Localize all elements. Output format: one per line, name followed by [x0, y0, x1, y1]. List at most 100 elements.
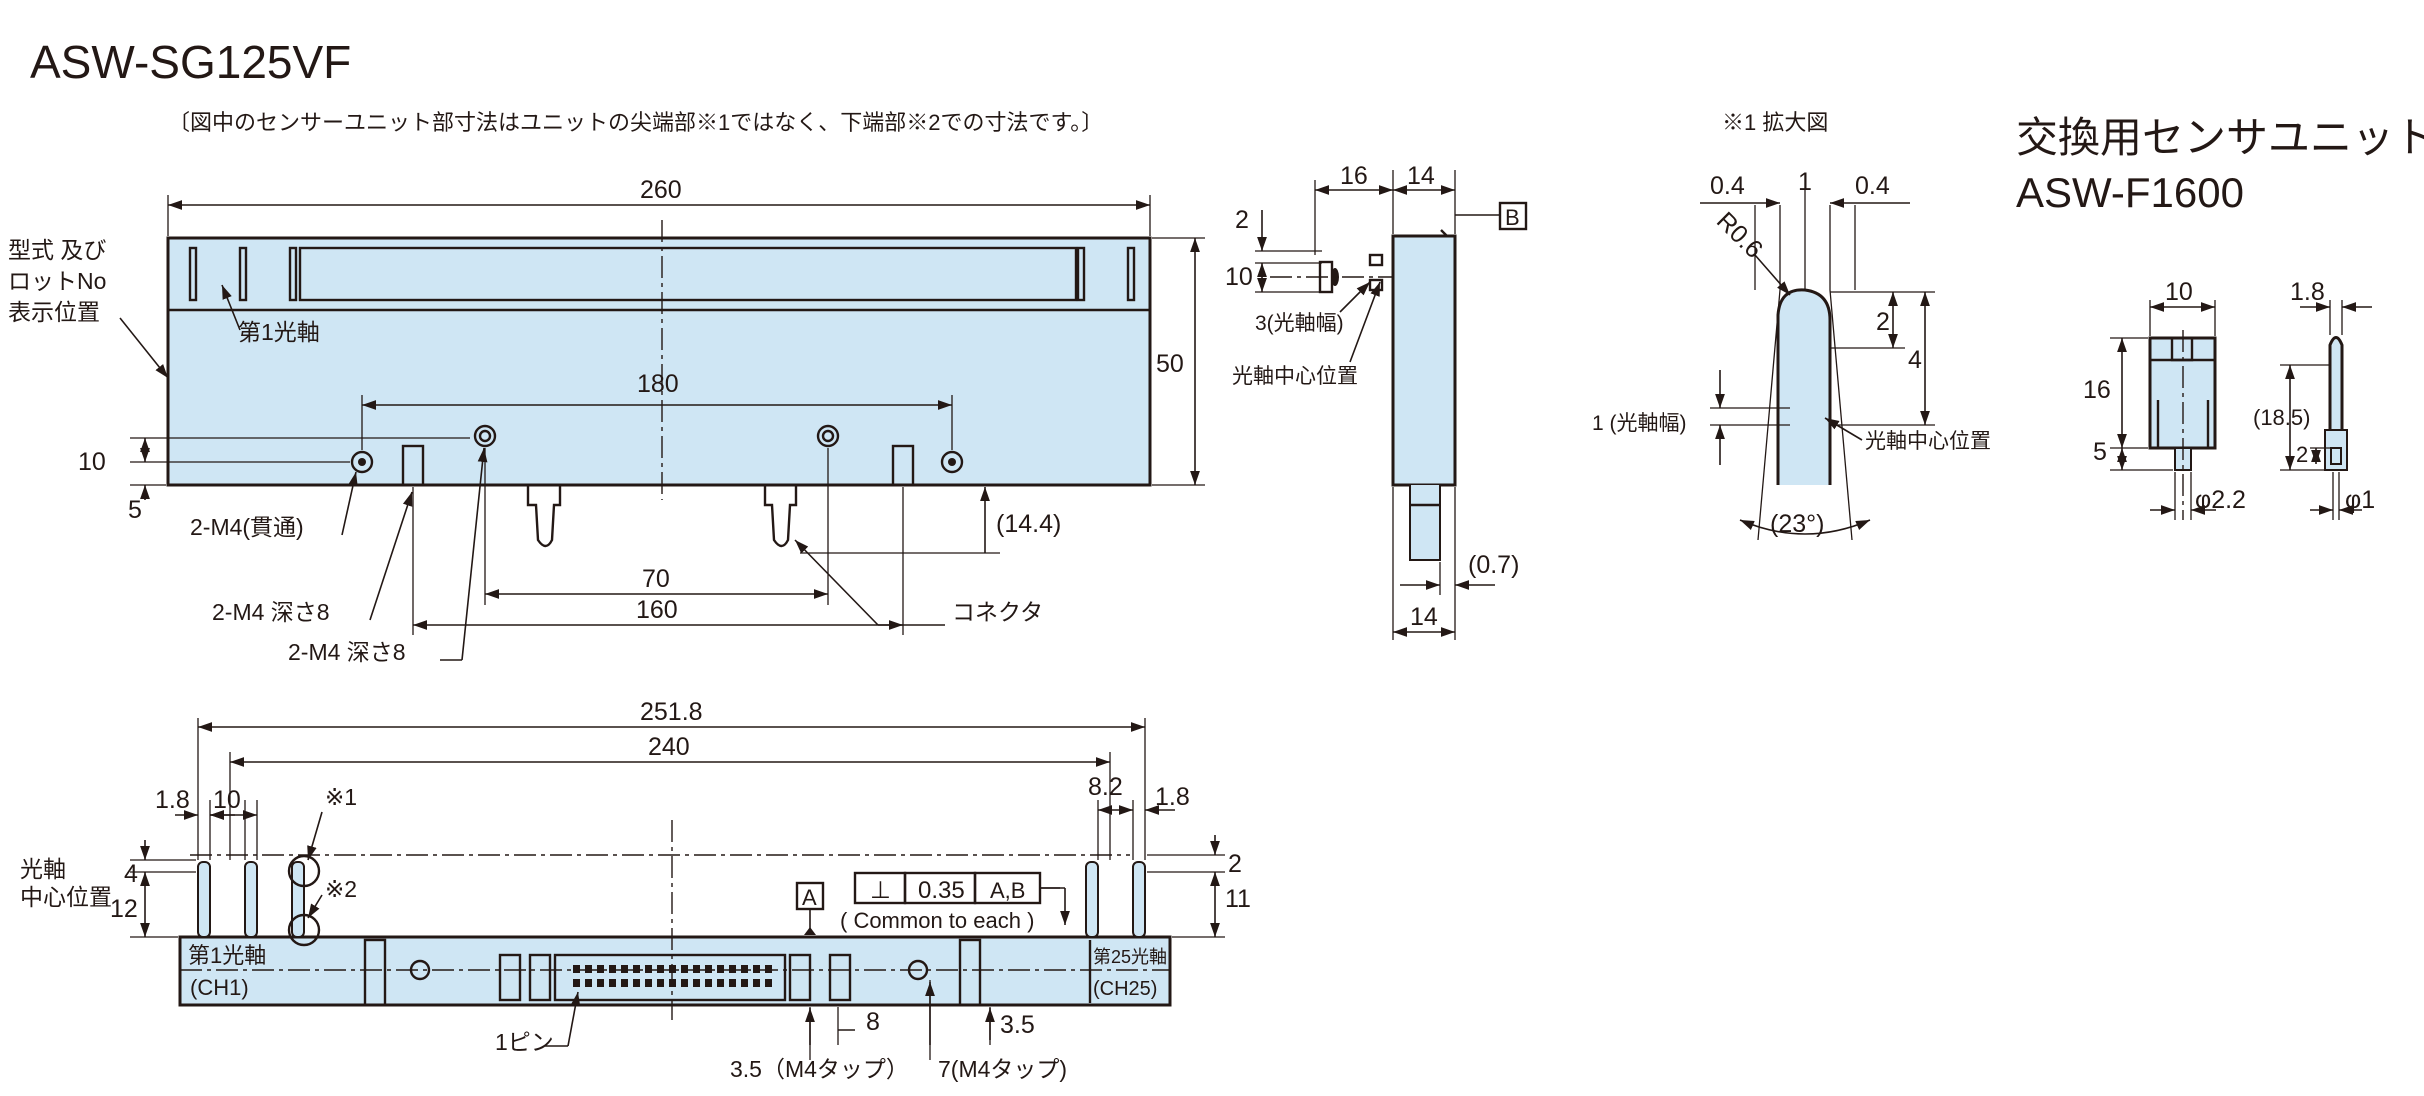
connector-pin	[585, 965, 592, 973]
bottom-dim-r11: 11	[1225, 885, 1251, 913]
detail-dim-radius: R0.6	[1711, 207, 1768, 264]
unit-dim-width: 10	[2165, 278, 2193, 306]
connector-pin	[681, 965, 688, 973]
side-housing	[1391, 234, 1457, 487]
detail-tip-shape	[1776, 288, 1832, 485]
connector-pin	[693, 965, 700, 973]
unit-side-pin	[2328, 336, 2344, 450]
side-axis-center: 光軸中心位置	[1232, 365, 1358, 388]
dim-hole-height: 10	[78, 448, 106, 476]
connector-pin	[705, 965, 712, 973]
side-dim-14-top: 14	[1407, 162, 1435, 190]
unit-dim-pin-len: 2	[2296, 442, 2308, 467]
unit-dim-height: 16	[2083, 376, 2111, 404]
unit-dim-overall: (18.5)	[2253, 405, 2310, 430]
connector-pin	[609, 979, 616, 987]
connector-pin	[753, 965, 760, 973]
dim-hole-pitch: 180	[637, 370, 679, 398]
side-dim-2: 2	[1235, 206, 1249, 234]
unit-dim-thick: 1.8	[2290, 278, 2325, 306]
side-dim-07: (0.7)	[1468, 551, 1519, 579]
note-text: 〔図中のセンサーユニット部寸法はユニットの尖端部※1ではなく、下端部※2での寸法…	[168, 110, 1103, 135]
connector-pin	[657, 965, 664, 973]
connector-pin	[717, 979, 724, 987]
connector-pin	[717, 965, 724, 973]
bottom-view: 251.8 240 1.8 10 8.2 1.8 4 12 光軸 中心位置	[20, 698, 1251, 1082]
bottom-dim-right-edge: 1.8	[1155, 783, 1190, 811]
enlarged-detail: 0.4 1 0.4 R0.6 2 4 1 (光軸幅) 光軸中心位置 (23°)	[1592, 168, 1991, 541]
connector-pin	[633, 979, 640, 987]
ref-mark-2: ※2	[325, 876, 357, 902]
bottom-dim-left-edge: 1.8	[155, 786, 190, 814]
sensor-pins	[197, 861, 1146, 938]
enlarged-view-label: ※1 拡大図	[1722, 110, 1828, 135]
connector-pin	[621, 979, 628, 987]
connector-pin	[741, 979, 748, 987]
connector-pin	[693, 979, 700, 987]
dim-connector-depth: (14.4)	[996, 510, 1061, 538]
connector-pin	[669, 965, 676, 973]
connector-pin	[645, 979, 652, 987]
last-axis-ch-number: (CH25)	[1093, 978, 1157, 1000]
first-axis-ch-label: 第1光軸	[188, 943, 266, 968]
detail-dim-tip: 1	[1798, 168, 1812, 196]
replacement-model: ASW-F1600	[2016, 169, 2244, 216]
connector-pin	[753, 979, 760, 987]
replacement-heading: 交換用センサユニット	[2016, 114, 2424, 161]
bottom-dim-right-pitch: 8.2	[1088, 773, 1123, 801]
detail-dim-4: 4	[1908, 346, 1922, 374]
mounting-holes	[350, 424, 964, 487]
replacement-unit: 10 16 5 φ2.2 1.8 (18.5) 2	[2083, 278, 2375, 520]
unit-dim-pin-dia: φ2.2	[2195, 486, 2246, 514]
detail-dim-right-gap: 0.4	[1855, 172, 1890, 200]
connector-pin-grid	[573, 965, 772, 987]
tolerance-datums: A,B	[990, 878, 1025, 903]
tolerance-symbol: ⊥	[870, 877, 891, 904]
side-dim-14-bottom: 14	[1410, 603, 1438, 631]
side-view: 16 14 B 2 10 3(光軸幅) 光軸中心位置 (0.7) 14	[1225, 162, 1528, 640]
connector-pin	[573, 965, 580, 973]
bottom-dim-overall: 251.8	[640, 698, 703, 726]
connector-pin	[765, 965, 772, 973]
hole-depth-label-b: 2-M4 深さ8	[288, 639, 406, 665]
bottom-dim-35: 3.5	[1000, 1011, 1035, 1039]
side-datum-label: B	[1505, 205, 1520, 230]
sensor-slots	[188, 246, 1136, 302]
dim-connector-pitch: 70	[642, 565, 670, 593]
connector-pin	[765, 979, 772, 987]
first-axis-label: 第1光軸	[238, 319, 320, 345]
connector-pin	[681, 979, 688, 987]
side-axis-width: 3(光軸幅)	[1255, 312, 1344, 335]
connector-pin	[609, 965, 616, 973]
tolerance-value: 0.35	[918, 877, 965, 904]
detail-dim-2: 2	[1876, 308, 1890, 336]
page-title: ASW-SG125VF	[30, 36, 351, 88]
bottom-axis-center-1: 光軸	[20, 856, 66, 882]
connector-pin	[669, 979, 676, 987]
marking-label-3: 表示位置	[8, 299, 100, 325]
connector-pin	[729, 979, 736, 987]
bottom-dim-lower: 12	[110, 895, 138, 923]
dim-tap-pitch: 160	[636, 596, 678, 624]
dim-bottom-offset: 5	[128, 496, 142, 524]
dim-overall-width: 260	[640, 176, 682, 204]
connector-tabs	[526, 485, 798, 548]
bottom-dim-8: 8	[866, 1008, 880, 1036]
detail-dim-angle: (23°)	[1770, 510, 1824, 538]
connector-pin	[645, 965, 652, 973]
bottom-dim-upper: 4	[124, 860, 138, 888]
connector-pin	[657, 979, 664, 987]
dim-height: 50	[1156, 350, 1184, 378]
marking-label-1: 型式 及び	[8, 237, 106, 263]
front-housing	[166, 236, 1152, 487]
connector-pin	[741, 965, 748, 973]
connector-pin	[573, 979, 580, 987]
tap-b-label: 7(M4タップ)	[938, 1056, 1067, 1082]
bottom-dim-left-pitch: 10	[213, 786, 241, 814]
unit-dim-tip-dia: φ1	[2345, 486, 2375, 514]
detail-axis-width: 1 (光軸幅)	[1592, 412, 1687, 435]
bottom-datum-label: A	[802, 885, 817, 910]
connector-pin	[597, 979, 604, 987]
front-view: 260 180 50 10 5 70 160 (14.4) 型式 及び ロット	[8, 176, 1205, 665]
